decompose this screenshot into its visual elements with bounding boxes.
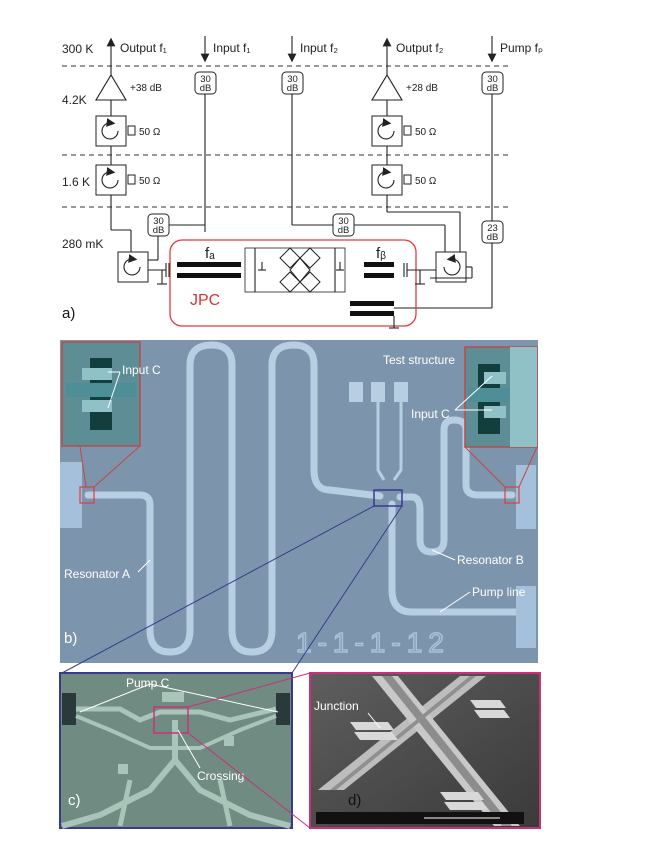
attenuator-label: 23	[487, 223, 498, 234]
label-output-f2: Output f₂	[396, 41, 444, 55]
panel-label-b: b)	[64, 630, 77, 647]
jpc-outline	[169, 239, 417, 327]
zoom-line	[291, 505, 403, 674]
zoom-box-junction	[153, 706, 189, 734]
attenuator-label: 30	[338, 216, 349, 227]
label-resonator-b: Resonator B	[457, 553, 524, 567]
temp-300k: 300 K	[62, 42, 93, 56]
svg-text:dB: dB	[487, 83, 499, 94]
label-junction: Junction	[314, 699, 359, 713]
panel-d-sem: Junction d)	[309, 672, 541, 829]
label-pump-line: Pump line	[472, 585, 526, 599]
panel-label-d: d)	[348, 792, 361, 809]
zoom-line	[61, 505, 375, 674]
resonator-fa-strip	[177, 273, 241, 278]
circulator-icon	[117, 251, 149, 283]
termination-1: 50 Ω	[139, 127, 161, 138]
panel-b-chip: Input C Test structure Input C Resonator…	[60, 340, 538, 663]
amplifier-icon	[95, 73, 127, 101]
zoom-line	[187, 732, 311, 829]
attenuator-label: 30	[153, 216, 164, 227]
panel-d-frame	[309, 672, 541, 829]
attenuator-label: 30	[287, 74, 298, 85]
resonator-fa-label: fₐ	[205, 245, 215, 262]
zoom-line	[187, 672, 311, 708]
temp-4k: 4.2K	[62, 93, 87, 107]
amp-gain-f1: +38 dB	[130, 83, 162, 94]
label-output-f1: Output f₁	[120, 41, 167, 55]
label-input-f1: Input f₁	[213, 41, 250, 55]
circulator-icon	[95, 115, 127, 147]
svg-text:dB: dB	[200, 83, 212, 94]
svg-text:dB: dB	[153, 225, 165, 236]
amp-gain-f2: +28 dB	[406, 83, 438, 94]
resonator-a-trace	[84, 341, 384, 656]
label-pump-c: Pump C	[126, 676, 170, 690]
pump-strip	[350, 301, 394, 306]
label-input-f2: Input f₂	[300, 41, 338, 55]
resonator-fb-strip	[364, 262, 394, 267]
temp-1k: 1.6 K	[62, 175, 90, 189]
circulator-icon	[95, 164, 127, 196]
jpc-label: JPC	[190, 292, 220, 309]
panel-label-a: a)	[62, 305, 75, 322]
resonator-fa-strip	[177, 262, 241, 267]
panel-a-schematic: 300 K 4.2K 1.6 K 280 mK Output f₁ Input …	[62, 36, 543, 329]
attenuator-label: 30	[487, 74, 498, 85]
label-input-c-left: Input C	[122, 363, 161, 377]
label-test-structure: Test structure	[383, 353, 455, 367]
chip-id: 1-1-1-12	[296, 627, 450, 658]
resonator-fb-label: fᵦ	[376, 245, 386, 262]
resonator-fb-strip	[364, 273, 394, 278]
panel-label-c: c)	[68, 792, 81, 809]
pump-line-trace	[388, 500, 520, 616]
label-pump-fp: Pump fₚ	[500, 41, 543, 55]
termination-2: 50 Ω	[139, 176, 161, 187]
attenuator-label: 30	[200, 74, 211, 85]
label-input-c-right: Input C	[411, 407, 450, 421]
temp-280mk: 280 mK	[62, 237, 103, 251]
circulator-icon	[371, 115, 403, 147]
panel-c-zoom: Pump C Crossing c)	[59, 672, 293, 829]
circulator-icon	[371, 164, 403, 196]
svg-text:dB: dB	[287, 83, 299, 94]
svg-text:dB: dB	[487, 232, 499, 243]
resonator-b-trace	[396, 416, 516, 556]
zoom-box-center	[373, 489, 403, 507]
pump-strip	[350, 311, 394, 316]
label-crossing: Crossing	[197, 769, 244, 783]
termination-3: 50 Ω	[415, 127, 437, 138]
amplifier-icon	[371, 73, 403, 101]
termination-4: 50 Ω	[415, 176, 437, 187]
label-resonator-a: Resonator A	[64, 567, 130, 581]
svg-text:dB: dB	[338, 225, 350, 236]
